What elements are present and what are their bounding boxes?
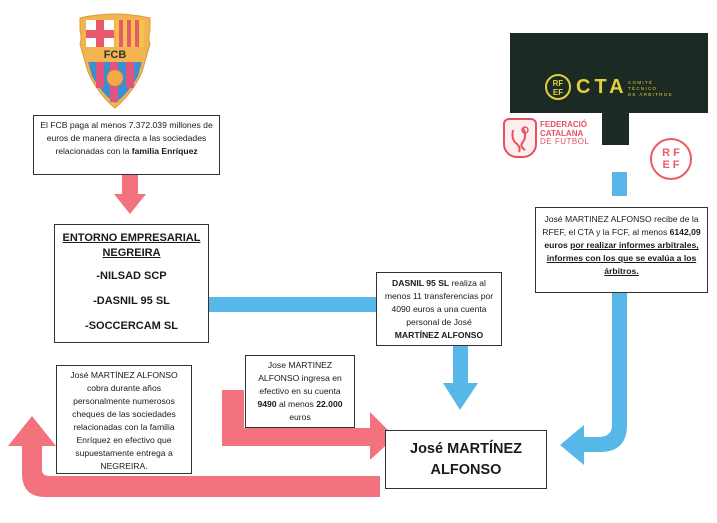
cash-deposit-box: Jose MARTINEZ ALFONSO ingresa en efectiv… xyxy=(245,355,355,428)
entorno-item: -DASNIL 95 SL xyxy=(93,295,170,307)
dasnil-transfers-box: DASNIL 95 SL realiza al menos 11 transfe… xyxy=(376,272,502,346)
fcb-crest-logo: FCB xyxy=(76,12,154,112)
entorno-item: -SOCCERCAM SL xyxy=(85,320,178,332)
cta-acronym: CTA xyxy=(576,76,628,98)
cta-fullname: COMITÉ TÉCNICO DE ÁRBITROS xyxy=(628,80,673,97)
arrow-dasnil-to-central xyxy=(443,344,478,410)
rfef-logo: RF EF xyxy=(650,138,692,180)
cta-rfef-badge: RF EF xyxy=(545,74,571,100)
arrow-central-to-negreira xyxy=(8,416,380,497)
entorno-item: -NILSAD SCP xyxy=(96,270,167,282)
fcf-emblem-icon xyxy=(511,126,529,153)
referee-reports-box: José MARTINEZ ALFONSO recibe de la RFEF,… xyxy=(535,207,708,293)
arrow-fcb-to-entorno xyxy=(114,173,146,214)
fcb-crest-text: FCB xyxy=(104,49,127,61)
arrow-cash-to-central xyxy=(222,390,395,460)
arrow-entorno-to-dasnil xyxy=(206,297,380,312)
fcf-text: FEDERACIÓ CATALANA DE FUTBOL xyxy=(540,120,590,146)
arrow-referee-to-central xyxy=(560,290,627,465)
cta-banner-tab xyxy=(602,112,629,145)
cta-banner-logo xyxy=(510,33,708,113)
fcb-payment-box: El FCB paga al menos 7.372.039 millones … xyxy=(33,115,220,175)
connector-cta-to-box xyxy=(612,172,627,196)
cheques-box: José MARTÍNEZ ALFONSO cobra durante años… xyxy=(56,365,192,474)
entorno-empresarial-box: ENTORNO EMPRESARIAL NEGREIRA -NILSAD SCP… xyxy=(54,224,209,343)
fcf-logo xyxy=(503,118,537,158)
central-person-box: José MARTÍNEZ ALFONSO xyxy=(385,430,547,489)
entorno-title: ENTORNO EMPRESARIAL NEGREIRA xyxy=(62,232,201,259)
